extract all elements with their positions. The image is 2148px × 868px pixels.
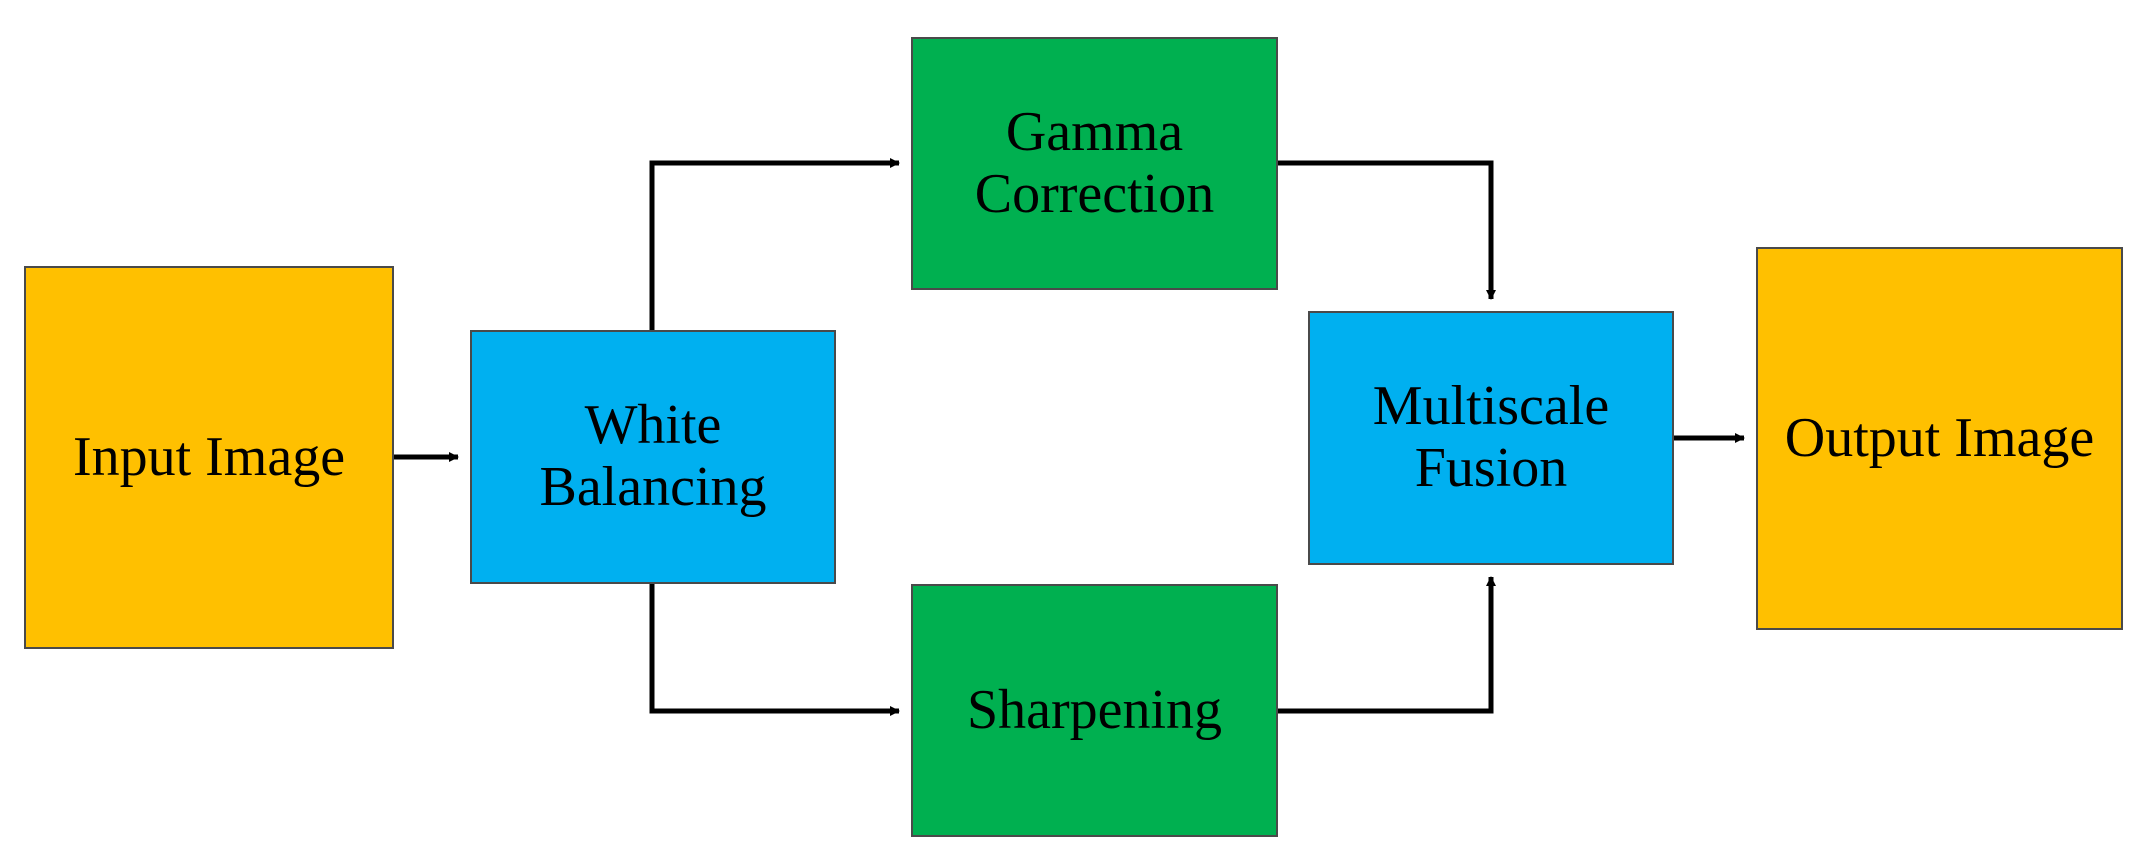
edge-white-balancing-to-gamma xyxy=(649,158,900,330)
gamma-correction-label-line-2: Correction xyxy=(974,162,1215,225)
sharpening-node: Sharpening xyxy=(911,584,1278,837)
white-balancing-label-line-1: White xyxy=(584,394,722,457)
output-image-label: Output Image xyxy=(1784,406,2095,469)
white-balancing-label-line-2: Balancing xyxy=(539,456,767,518)
multiscale-fusion-label-line-1: Multiscale xyxy=(1372,375,1610,438)
input-image-label: Input Image xyxy=(72,425,346,488)
edge-gamma-to-fusion xyxy=(1278,160,1496,300)
input-image-node: Input Image xyxy=(24,266,394,649)
white-balancing-node: White Balancing xyxy=(470,330,836,584)
edge-white-balancing-to-sharpening xyxy=(649,584,900,716)
multiscale-fusion-node: Multiscale Fusion xyxy=(1308,311,1674,565)
edge-sharpening-to-fusion xyxy=(1278,576,1496,714)
multiscale-fusion-label-line-2: Fusion xyxy=(1414,437,1568,499)
sharpening-label: Sharpening xyxy=(966,678,1223,741)
gamma-correction-node: Gamma Correction xyxy=(911,37,1278,290)
gamma-correction-label-line-1: Gamma xyxy=(1005,100,1184,163)
output-image-node: Output Image xyxy=(1756,247,2123,630)
